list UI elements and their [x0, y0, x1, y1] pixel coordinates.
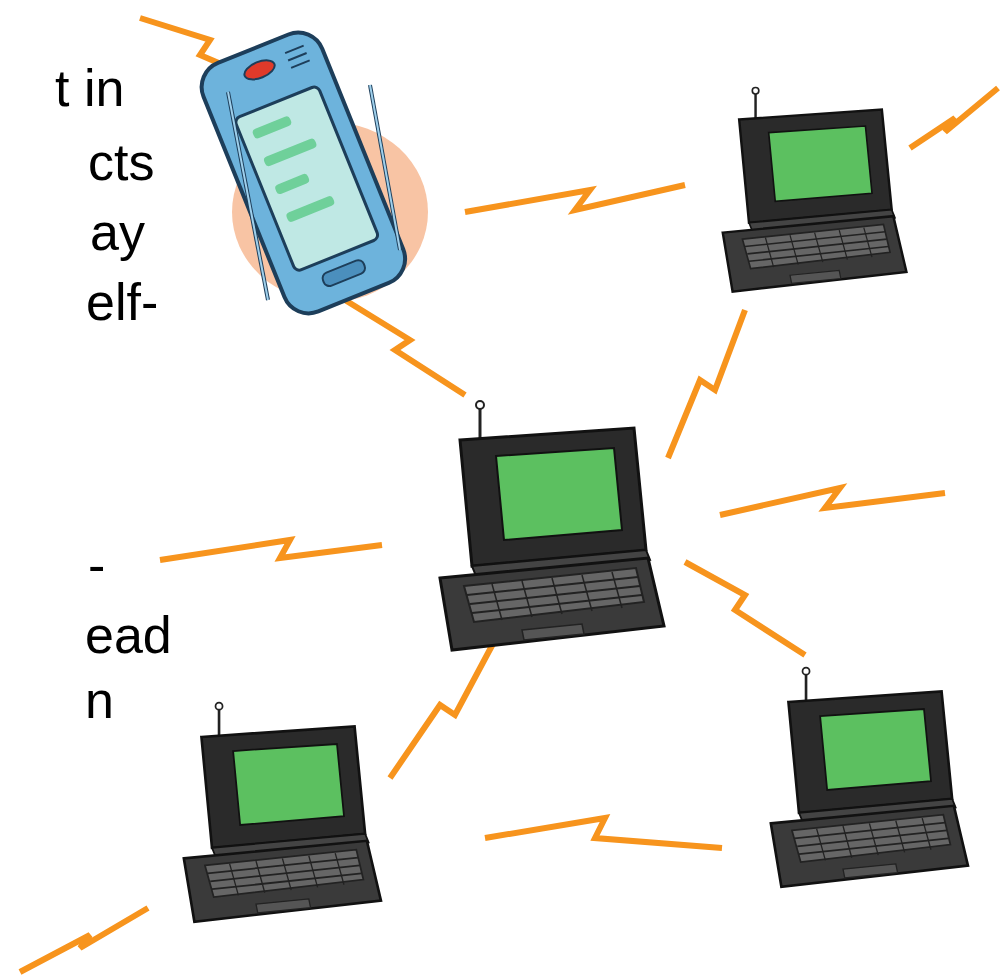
- text-fragment: ead: [85, 605, 172, 665]
- laptop-bottom-right: [771, 668, 968, 887]
- lightning-links: [20, 18, 998, 972]
- text-fragment: -: [88, 535, 105, 595]
- text-fragment: t in: [55, 58, 124, 118]
- text-fragment: n: [85, 670, 114, 730]
- laptop-bottom-left: [184, 703, 381, 922]
- text-fragment: ay: [90, 202, 145, 262]
- laptop-center: [440, 401, 664, 650]
- text-fragment: elf-: [86, 272, 158, 332]
- laptop-top-right: [723, 87, 907, 291]
- pda-device: [194, 25, 428, 321]
- text-fragment: cts: [88, 132, 154, 192]
